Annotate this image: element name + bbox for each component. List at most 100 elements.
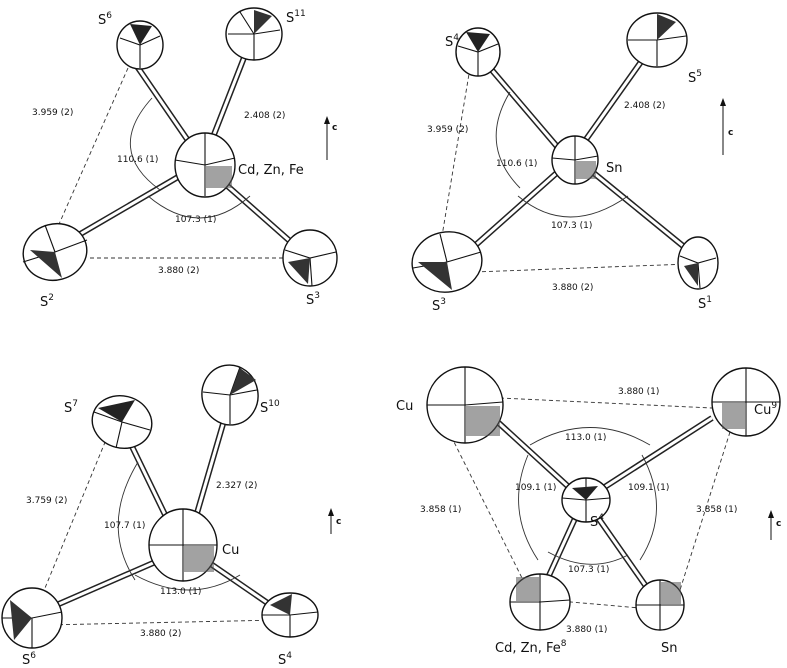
- atom-label: S6: [22, 651, 36, 668]
- atom-ellipsoid-s3: [411, 231, 483, 293]
- dashed-edge: [499, 397, 713, 409]
- atom-ellipsoid-s10: [201, 364, 259, 426]
- atom-label: S3: [306, 291, 320, 308]
- bond: [68, 167, 192, 243]
- bond: [43, 557, 162, 613]
- atom-label: S6: [98, 11, 112, 28]
- panel-top-left: S6 S11 Cd, Zn, Fe S2 S3 3.959 (2) 2.408 …: [22, 7, 338, 310]
- atom-label: Cd, Zn, Fe: [238, 163, 304, 178]
- svg-text:c: c: [728, 128, 733, 138]
- atom-label: Cu: [222, 543, 239, 558]
- atom-ellipsoid-s6: [116, 20, 164, 70]
- angle-arc: [518, 454, 539, 561]
- atom-label: Sn: [661, 641, 678, 656]
- bond: [468, 167, 562, 253]
- atom-label: S3: [432, 297, 446, 314]
- distance-label: 2.408 (2): [244, 111, 285, 121]
- angle-arc: [117, 461, 139, 581]
- angle-label: 107.3 (1): [175, 215, 216, 225]
- angle-arc: [529, 427, 651, 446]
- distance-label: 2.408 (2): [624, 101, 665, 111]
- dashed-edge: [37, 434, 109, 606]
- svg-text:c: c: [332, 123, 337, 133]
- atom-label: S4: [445, 33, 459, 50]
- angle-label: 107.3 (1): [568, 565, 609, 575]
- distance-label: 3.880 (1): [618, 387, 659, 397]
- atom-ellipsoid-s4: [261, 592, 319, 638]
- distance-label: 2.327 (2): [216, 481, 257, 491]
- angle-label: 113.0 (1): [565, 433, 606, 443]
- svg-text:c: c: [776, 519, 781, 529]
- bond: [591, 510, 653, 594]
- bond: [588, 167, 690, 253]
- bond: [579, 50, 651, 147]
- atom-ellipsoid-s5: [626, 12, 688, 68]
- dashed-edge: [51, 67, 129, 241]
- atom-label: S7: [64, 399, 78, 416]
- atom-label: S4: [278, 651, 292, 668]
- atom-ellipsoid-metal: [509, 573, 571, 631]
- atom-ellipsoid-s7: [91, 395, 153, 449]
- atom-label: S11: [286, 9, 306, 26]
- distance-label: 3.959 (2): [427, 125, 468, 135]
- atom-label: S4: [590, 513, 604, 530]
- distance-label: 3.880 (1): [566, 625, 607, 635]
- panel-top-right: S4 S5 Sn S3 S1 3.959 (2) 2.408 (2) 110.6…: [411, 12, 733, 314]
- atom-ellipsoid-cu: [426, 366, 504, 444]
- atom-ellipsoid-s1: [677, 236, 719, 290]
- atom-ellipsoid-cu9: [711, 367, 781, 437]
- bond: [543, 510, 581, 584]
- angle-arc: [495, 91, 521, 189]
- angle-arc: [547, 551, 629, 565]
- dashed-edge: [447, 429, 525, 583]
- distance-label: 3.759 (2): [26, 496, 67, 506]
- atom-ellipsoid-s11: [225, 7, 283, 61]
- atom-ellipsoid-s3: [282, 229, 338, 287]
- angle-label: 107.7 (1): [104, 521, 145, 531]
- angle-label: 113.0 (1): [160, 587, 201, 597]
- angle-label: 109.1 (1): [515, 483, 556, 493]
- atom-label: S5: [688, 69, 702, 86]
- angle-arc: [639, 454, 657, 561]
- angle-arc: [517, 195, 629, 218]
- angle-arc: [130, 97, 161, 191]
- distance-label: 3.858 (1): [696, 505, 737, 515]
- dashed-edge: [474, 263, 689, 273]
- c-axis-arrow: c: [720, 98, 733, 155]
- angle-label: 109.1 (1): [628, 483, 669, 493]
- atom-ellipsoid-cu: [148, 508, 218, 582]
- panel-bottom-left: S7 S10 Cu S6 S4 3.759 (2) 2.327 (2) 107.…: [1, 364, 341, 668]
- atom-ellipsoid-s4: [561, 477, 611, 523]
- atom-label: Cd, Zn, Fe8: [495, 639, 567, 656]
- atom-ellipsoid-sn: [551, 135, 599, 185]
- atom-label: S10: [260, 399, 280, 416]
- svg-text:c: c: [336, 517, 341, 527]
- bond: [482, 60, 563, 152]
- angle-arc: [134, 574, 241, 591]
- angle-label: 110.6 (1): [117, 155, 158, 165]
- c-axis-arrow: c: [328, 508, 341, 534]
- distance-label: 3.880 (2): [140, 629, 181, 639]
- atom-ellipsoid-s4: [455, 27, 501, 77]
- atom-label: Cu: [396, 399, 413, 414]
- atom-label: S2: [40, 293, 54, 310]
- atom-label: S1: [698, 295, 712, 312]
- c-axis-arrow: c: [768, 510, 781, 540]
- bond: [598, 415, 714, 493]
- atom-label: Cu9: [754, 401, 777, 418]
- atom-label: Sn: [606, 161, 623, 176]
- distance-label: 3.880 (2): [552, 283, 593, 293]
- angle-label: 110.6 (1): [496, 159, 537, 169]
- distance-label: 3.959 (2): [32, 108, 73, 118]
- panel-bottom-right: Cu Cu9 S4 Cd, Zn, Fe8 Sn 3.880 (1) 113.0…: [396, 366, 781, 656]
- dashed-edge: [439, 67, 471, 249]
- atom-ellipsoid-s6: [1, 587, 63, 649]
- atom-ellipsoid-s2: [22, 223, 88, 281]
- atom-ellipsoid-sn: [635, 579, 685, 631]
- angle-label: 107.3 (1): [551, 221, 592, 231]
- dashed-edge: [44, 619, 281, 626]
- bond: [487, 412, 575, 493]
- c-axis-arrow: c: [324, 116, 337, 160]
- distance-label: 3.880 (2): [158, 266, 199, 276]
